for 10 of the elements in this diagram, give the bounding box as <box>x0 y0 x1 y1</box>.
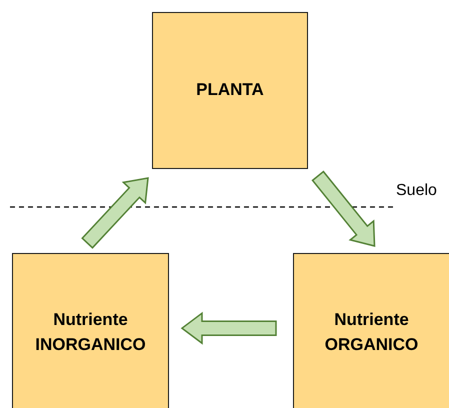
block-arrow <box>81 177 149 249</box>
nutrient-box <box>12 253 169 408</box>
nutrient-box <box>152 12 308 169</box>
box-label: PLANTA <box>195 79 265 102</box>
ground-label: Suelo <box>396 182 437 200</box>
block-arrow <box>180 312 277 345</box>
block-arrow <box>312 170 376 247</box>
nutrient-box <box>293 253 449 408</box>
box-label: Nutriente INORGANICO <box>34 309 147 356</box>
box-label: Nutriente ORGANICO <box>324 309 420 356</box>
